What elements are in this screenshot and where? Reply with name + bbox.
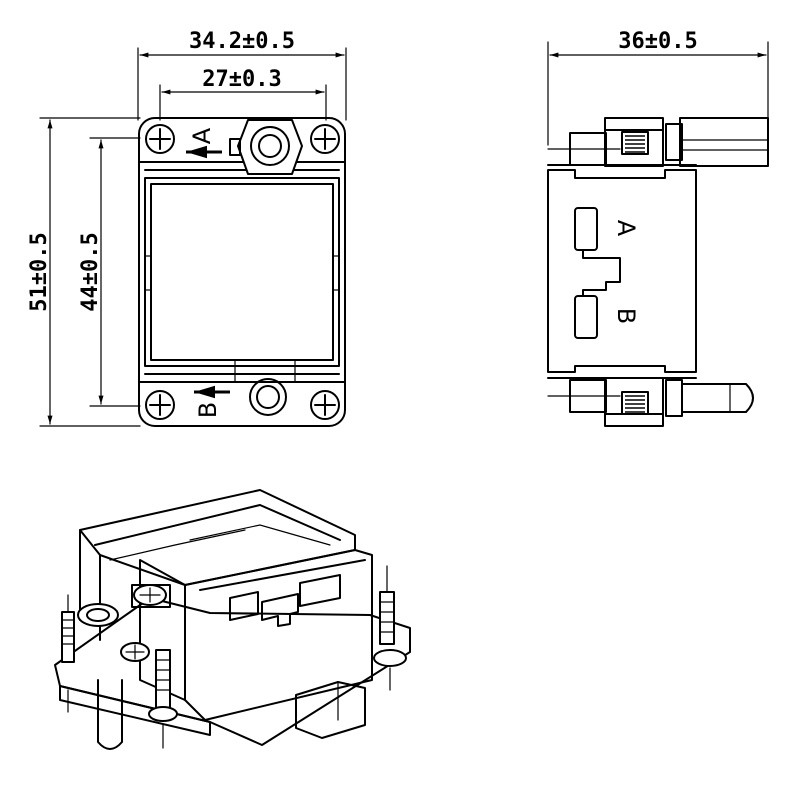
- guide-bush-icon: [229, 119, 303, 175]
- side-marker-b-label: B: [612, 308, 640, 324]
- iso-screw-mid-icon: [120, 642, 150, 662]
- dim-overall-width-label: 34.2±0.5: [189, 29, 295, 54]
- dim-overall-height-label: 51±0.5: [27, 232, 52, 311]
- iso-screw-front-icon: [148, 649, 178, 749]
- guide-hole-icon: [249, 378, 287, 416]
- dim-hole-height-label: 44±0.5: [78, 232, 103, 311]
- isometric-view: [54, 489, 411, 750]
- dim-hole-height: 44±0.5: [78, 139, 104, 405]
- front-view: 34.2±0.5 27±0.3 51±0.5 44±0.5: [27, 29, 347, 427]
- iso-screw-left-icon: [61, 594, 75, 713]
- dim-overall-height: 51±0.5: [27, 119, 53, 425]
- screw-lower-icon: [621, 391, 649, 415]
- dim-hole-spacing: 27±0.3: [161, 67, 325, 95]
- iso-screw-right-icon: [373, 565, 407, 691]
- dim-hole-spacing-label: 27±0.3: [202, 67, 281, 92]
- screw-upper-icon: [621, 131, 649, 155]
- marker-b: B: [194, 385, 230, 418]
- guide-pin-icon: [665, 379, 754, 417]
- marker-a: A: [186, 127, 222, 159]
- dim-depth: 36±0.5: [549, 29, 767, 58]
- marker-a-label: A: [188, 127, 216, 144]
- iso-screw-top-icon: [131, 584, 171, 608]
- screw-top-right-icon: [310, 124, 340, 154]
- side-view: 36±0.5: [547, 29, 769, 427]
- marker-b-label: B: [194, 402, 222, 418]
- dim-depth-label: 36±0.5: [618, 29, 697, 54]
- iso-guide-pin-icon: [77, 603, 123, 750]
- dim-overall-width: 34.2±0.5: [139, 29, 345, 58]
- screw-bottom-right-icon: [310, 390, 340, 420]
- screw-bottom-left-icon: [145, 390, 175, 420]
- screw-top-left-icon: [145, 124, 175, 154]
- side-marker-a-label: A: [612, 220, 640, 237]
